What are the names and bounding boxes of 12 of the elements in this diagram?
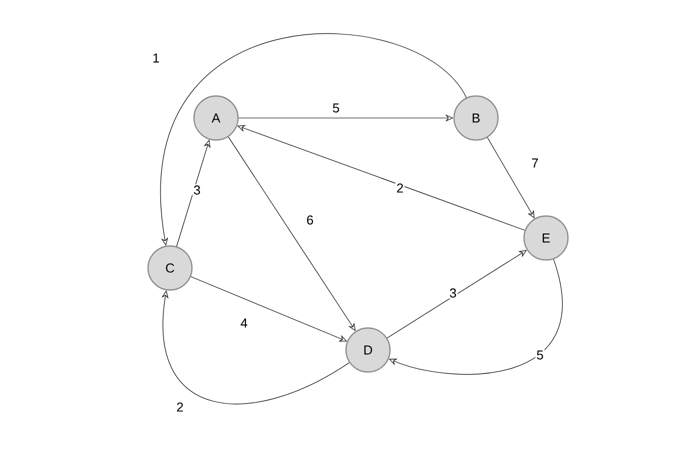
edge-label: 2 (175, 401, 185, 413)
edge-label: 3 (448, 287, 458, 299)
edge-label: 3 (192, 184, 202, 196)
arrow (487, 137, 535, 218)
edge-label: 5 (331, 102, 341, 114)
edge-label: 6 (305, 214, 315, 226)
edge-label: 7 (530, 158, 540, 168)
edge-label: 2 (395, 182, 405, 194)
edge-label: 1 (151, 52, 161, 64)
edge-label: 4 (239, 318, 249, 328)
arrow (386, 250, 527, 338)
edge-label: 5 (535, 349, 545, 361)
